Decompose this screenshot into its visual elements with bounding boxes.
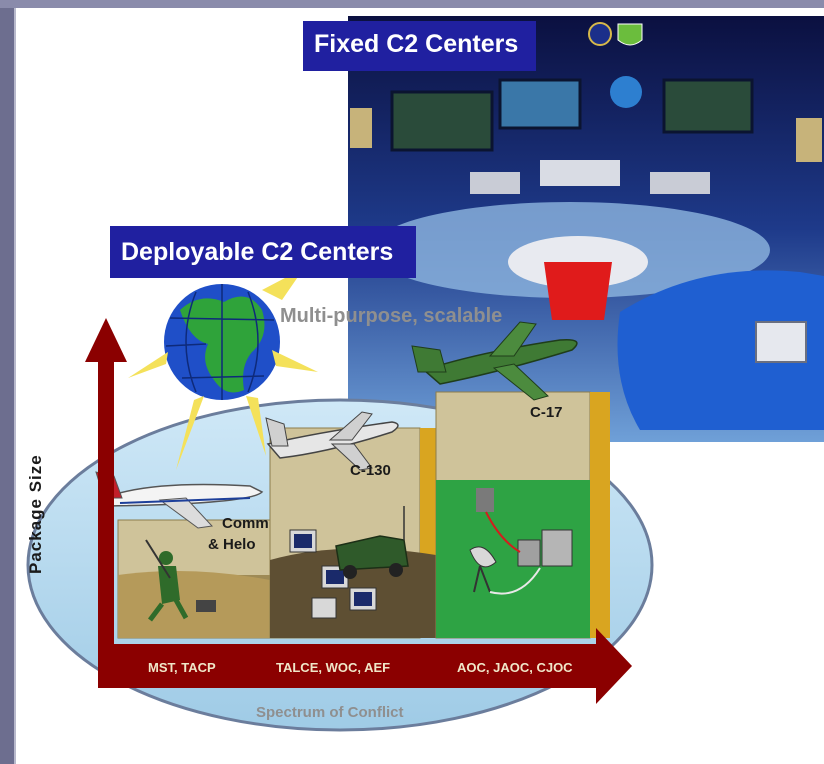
deployable-c2-title: Deployable C2 Centers (121, 238, 394, 266)
blue-desk (617, 270, 824, 430)
fixed-c2-room-image (348, 16, 824, 442)
workstation (755, 321, 807, 363)
fixed-c2-title: Fixed C2 Centers (314, 30, 519, 58)
deployable-c2-title-box (110, 226, 416, 278)
tier-1-centers-label: MST, TACP (148, 660, 216, 675)
computers-icon (289, 529, 377, 619)
soldier-icon (145, 539, 216, 622)
x-axis-label: Spectrum of Conflict (256, 704, 404, 721)
tier-box-1 (117, 519, 271, 639)
humvee-icon (335, 506, 409, 579)
person-screen-right (796, 118, 822, 162)
globe-screen (610, 76, 642, 108)
tier-box-3 (435, 391, 610, 639)
deployable-subtitle: Multi-purpose, scalable (280, 305, 503, 327)
package-size-arrow (85, 318, 127, 688)
y-axis-label: Package Size (26, 454, 45, 574)
tier-2-centers-label: TALCE, WOC, AEF (276, 660, 391, 675)
c130-aircraft-icon (265, 411, 399, 471)
laptop-icon (196, 600, 216, 612)
shield-icon (617, 23, 643, 46)
c17-aircraft-icon (411, 321, 578, 401)
tier-1-aircraft-label-line1: Comm (222, 515, 269, 532)
satellite-dish-icon (469, 546, 497, 593)
tier-3-aircraft-label: C-17 (530, 404, 563, 421)
tier-2-aircraft-label: C-130 (350, 462, 391, 479)
tier-3-centers-label: AOC, JAOC, CJOC (457, 660, 573, 675)
field-equipment-icon (476, 488, 573, 595)
person-screen-left (350, 108, 372, 148)
fixed-c2-title-box (303, 21, 536, 71)
red-carpet (544, 262, 612, 320)
tier-1-aircraft-label-line2: & Helo (208, 536, 256, 553)
emblem-icon (588, 22, 612, 46)
spectrum-arrow (100, 628, 632, 704)
